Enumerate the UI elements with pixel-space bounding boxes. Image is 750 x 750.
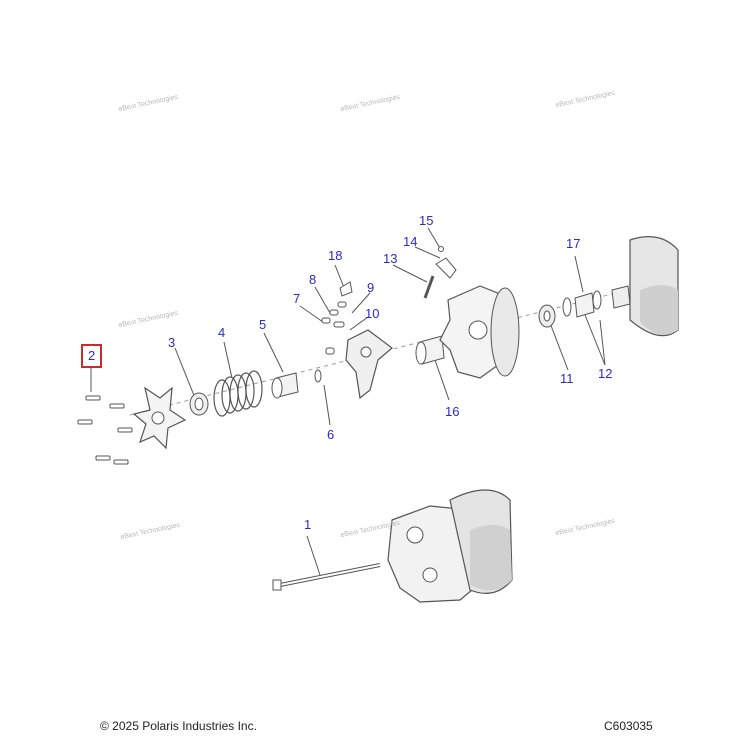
callout-5[interactable]: 5 — [259, 317, 267, 332]
callout-1[interactable]: 1 — [304, 517, 312, 532]
callout-2[interactable]: 2 — [81, 344, 103, 368]
copyright-text: © 2025 Polaris Industries Inc. — [100, 719, 257, 733]
callout-14[interactable]: 14 — [403, 234, 418, 249]
callout-4[interactable]: 4 — [218, 325, 226, 340]
callout-10[interactable]: 10 — [365, 306, 380, 321]
callout-13[interactable]: 13 — [383, 251, 398, 266]
callout-6[interactable]: 6 — [327, 427, 335, 442]
callout-8[interactable]: 8 — [309, 272, 317, 287]
callout-9[interactable]: 9 — [367, 280, 375, 295]
callout-17[interactable]: 17 — [566, 236, 581, 251]
callout-15[interactable]: 15 — [419, 213, 434, 228]
diagram-code: C603035 — [604, 719, 653, 733]
callout-12[interactable]: 12 — [598, 366, 613, 381]
callout-16[interactable]: 16 — [445, 404, 460, 419]
callout-3[interactable]: 3 — [168, 335, 176, 350]
callout-18[interactable]: 18 — [328, 248, 343, 263]
callout-11[interactable]: 11 — [560, 371, 574, 386]
callout-7[interactable]: 7 — [293, 291, 301, 306]
